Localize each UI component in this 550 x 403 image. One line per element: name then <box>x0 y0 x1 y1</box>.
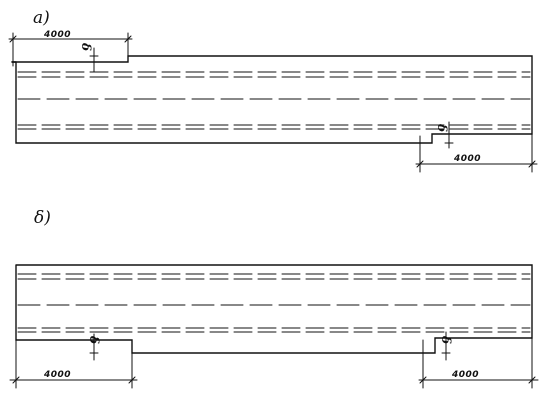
panel-a-dimension-top-text: 4000 <box>44 30 72 40</box>
panel-b-gap-mark-right <box>441 331 451 361</box>
panel-b-gap-symbol-left: δ <box>87 336 101 345</box>
panel-a-label: а) <box>33 8 50 28</box>
panel-a-dimension-bottom <box>415 129 538 173</box>
panel-b-label: δ) <box>34 208 51 228</box>
panel-b-beam <box>15 264 533 354</box>
panel-b-dimension-right <box>418 335 539 389</box>
panel-b-gap-symbol-right: δ <box>439 336 453 345</box>
panel-a-dimension-top <box>8 32 133 67</box>
panel-a-gap-symbol-right: δ <box>435 124 449 133</box>
panel-a-gap-symbol-left: δ <box>79 43 93 52</box>
panel-b-dimension-left <box>9 337 138 389</box>
panel-a-dimension-bottom-text: 4000 <box>454 154 482 164</box>
panel-b-dimension-left-text: 4000 <box>44 370 72 380</box>
panel-a-gap-mark-left <box>89 47 99 73</box>
panel-a-hidden-lines <box>17 71 531 130</box>
panel-a-gap-mark-right <box>444 121 454 149</box>
panel-b-hidden-lines <box>17 273 531 333</box>
panel-b-dimension-right-text: 4000 <box>452 370 480 380</box>
panel-b-gap-mark-left <box>89 333 99 361</box>
